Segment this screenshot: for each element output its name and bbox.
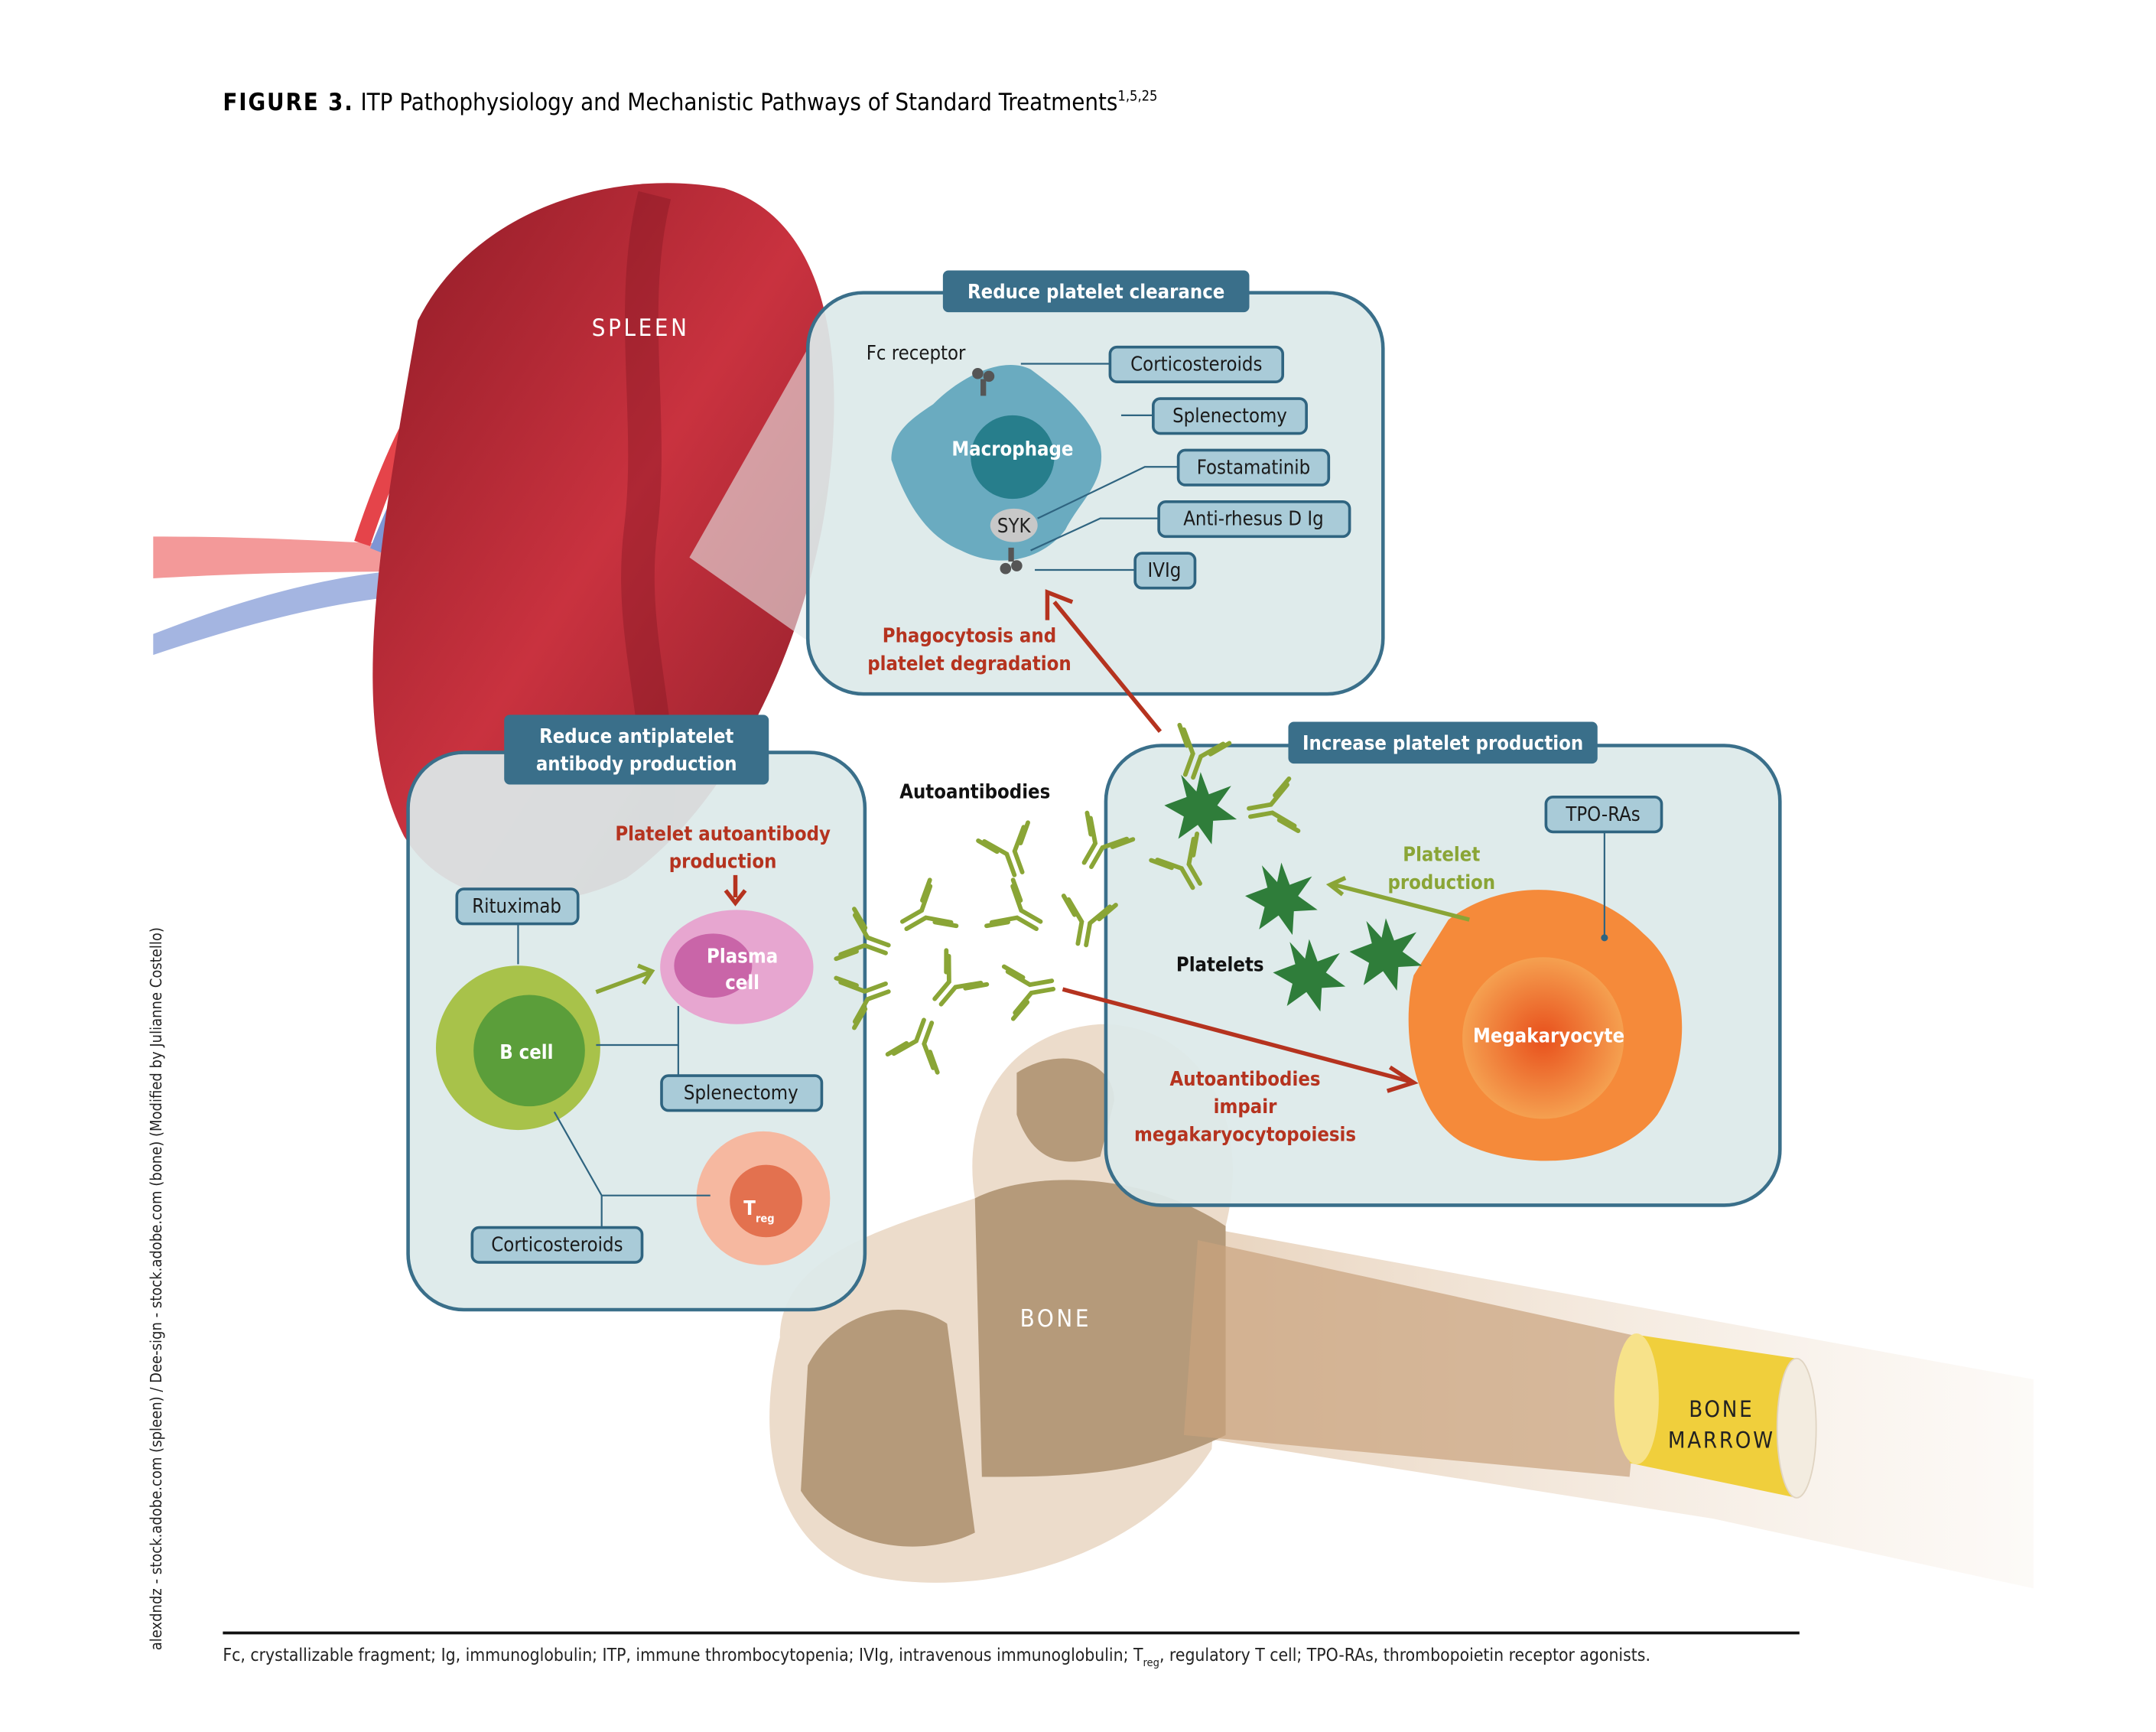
spleen-label: SPLEEN bbox=[592, 314, 690, 342]
megakaryocyte-label: Megakaryocyte bbox=[1473, 1024, 1624, 1047]
svg-text:Corticosteroids: Corticosteroids bbox=[1130, 353, 1262, 376]
drug-splenectomy-2: Splenectomy bbox=[660, 1074, 824, 1112]
antibody-icon bbox=[1004, 959, 1057, 1018]
autoantibodies-label: Autoantibodies bbox=[899, 781, 1050, 804]
impair-label-1: Autoantibodies bbox=[1170, 1068, 1321, 1091]
svg-text:Rituximab: Rituximab bbox=[472, 895, 561, 918]
autoab-production-label-1: Platelet autoantibody bbox=[615, 822, 831, 845]
drug-tpo-ras: TPO-RAs bbox=[1544, 796, 1663, 834]
macrophage-nucleus bbox=[971, 415, 1055, 500]
platelets-label: Platelets bbox=[1176, 953, 1264, 976]
b-cell-label: B cell bbox=[499, 1041, 553, 1064]
svg-text:Anti-rhesus D Ig: Anti-rhesus D Ig bbox=[1183, 508, 1323, 531]
figure-title: FIGURE 3. ITP Pathophysiology and Mechan… bbox=[223, 88, 1157, 116]
clearance-panel: Reduce platelet clearance Fc receptor Ma… bbox=[689, 270, 1385, 696]
antibody-icon bbox=[987, 880, 1052, 948]
platelet-production-panel: Increase platelet production Megakaryocy… bbox=[1104, 721, 1782, 1207]
svg-text:Splenectomy: Splenectomy bbox=[684, 1082, 798, 1105]
footnote: Fc, crystallizable fragment; Ig, immunog… bbox=[223, 1646, 1650, 1669]
megakaryocyte-nucleus bbox=[1462, 957, 1624, 1119]
svg-text:TPO-RAs: TPO-RAs bbox=[1565, 803, 1640, 826]
svg-text:Fostamatinib: Fostamatinib bbox=[1197, 456, 1311, 479]
impair-label-3: megakaryocytopoiesis bbox=[1134, 1124, 1356, 1147]
arrow-down-icon bbox=[724, 874, 747, 907]
antibody-icon bbox=[888, 1012, 953, 1072]
svg-text:Corticosteroids: Corticosteroids bbox=[491, 1234, 623, 1257]
image-credit: alexdndz - stock.adobe.com (spleen) / De… bbox=[147, 927, 165, 1650]
svg-text:Splenectomy: Splenectomy bbox=[1172, 405, 1287, 428]
drug-corticosteroids: Corticosteroids bbox=[1108, 345, 1285, 384]
plasma-cell-label-1: Plasma bbox=[707, 946, 778, 969]
antibody-production-panel: Reduce antiplatelet antibody production … bbox=[406, 715, 867, 1312]
plasma-cell-nucleus bbox=[674, 933, 753, 998]
arrow-left-icon bbox=[1325, 875, 1470, 922]
treg-nucleus bbox=[730, 1164, 802, 1238]
antibody-icon bbox=[891, 880, 956, 948]
syk-label: SYK bbox=[997, 515, 1032, 538]
platelet-production-label-2: production bbox=[1387, 871, 1495, 894]
drug-fostamatinib: Fostamatinib bbox=[1176, 448, 1331, 487]
phagocytosis-label-2: platelet degradation bbox=[867, 653, 1071, 676]
clearance-header: Reduce platelet clearance bbox=[967, 281, 1224, 304]
marrow-label-1: BONE bbox=[1689, 1396, 1754, 1422]
plasma-cell-label-2: cell bbox=[725, 972, 759, 995]
marrow-label-2: MARROW bbox=[1668, 1427, 1775, 1453]
antibody-icon bbox=[918, 950, 987, 1018]
bone-marrow: BONE MARROW bbox=[1614, 1333, 1817, 1499]
fc-receptor-icon bbox=[972, 367, 995, 396]
arrow-to-macrophage-icon bbox=[1045, 589, 1163, 733]
b-cell-nucleus bbox=[473, 995, 585, 1107]
arrow-right-icon bbox=[595, 963, 655, 995]
fc-receptor-label: Fc receptor bbox=[867, 342, 966, 365]
bone-label: BONE bbox=[1020, 1305, 1091, 1333]
syk-node bbox=[990, 508, 1038, 542]
impair-label-2: impair bbox=[1214, 1096, 1277, 1118]
drug-ivig: IVIg bbox=[1133, 552, 1197, 590]
antibody-header-1: Reduce antiplatelet bbox=[539, 725, 733, 748]
autoab-production-label-2: production bbox=[669, 851, 777, 874]
fc-receptor-icon-lower bbox=[1000, 547, 1023, 575]
drug-rituximab: Rituximab bbox=[455, 887, 580, 926]
svg-text:IVIg: IVIg bbox=[1148, 559, 1182, 582]
drug-corticosteroids-2: Corticosteroids bbox=[470, 1226, 644, 1264]
macrophage-label: Macrophage bbox=[951, 438, 1073, 461]
drug-splenectomy: Splenectomy bbox=[1152, 397, 1308, 435]
antibody-header-2: antibody production bbox=[536, 753, 737, 776]
phagocytosis-label-1: Phagocytosis and bbox=[883, 625, 1056, 648]
antibody-icon bbox=[978, 822, 1043, 882]
arrow-to-megakaryocyte-icon bbox=[1062, 987, 1419, 1093]
production-header: Increase platelet production bbox=[1302, 732, 1583, 755]
treg-label: Treg bbox=[743, 1197, 774, 1225]
drug-anti-rhesus-d-ig: Anti-rhesus D Ig bbox=[1157, 500, 1351, 539]
platelet-production-label-1: Platelet bbox=[1403, 844, 1480, 867]
